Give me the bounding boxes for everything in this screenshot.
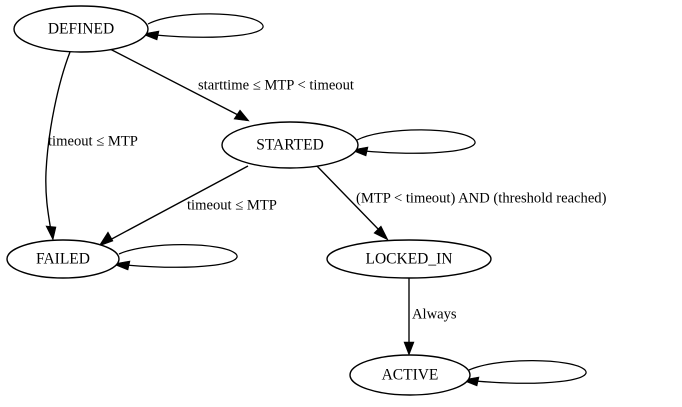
started-to-locked-in-arrowhead — [373, 225, 389, 241]
defined-to-failed-arrowhead — [45, 225, 57, 241]
failed-self-loop-path — [118, 244, 238, 268]
node-failed[interactable]: FAILED — [6, 239, 120, 279]
node-started-ellipse[interactable] — [221, 121, 359, 169]
node-started[interactable]: STARTED — [221, 121, 359, 169]
started-self-loop-path — [356, 129, 476, 154]
node-locked-in-label: LOCKED_IN — [366, 251, 453, 268]
defined-to-failed-path — [45, 51, 71, 232]
node-defined[interactable]: DEFINED — [13, 5, 149, 53]
edge-label-started-to-locked-in: (MTP < timeout) AND (threshold reached) — [356, 190, 607, 206]
defined-self-loop-path — [147, 13, 264, 38]
started-to-failed-path — [107, 165, 249, 242]
active-self-loop-path — [468, 360, 587, 384]
edge-label-defined-to-failed: timeout ≤ MTP — [48, 133, 138, 149]
node-active-label: ACTIVE — [382, 367, 439, 384]
node-defined-label: DEFINED — [48, 21, 114, 38]
edge-defined-to-started: starttime ≤ MTP < timeout — [109, 48, 354, 122]
started-to-failed-arrowhead — [98, 231, 114, 247]
edge-label-locked-in-to-active: Always — [412, 306, 457, 322]
node-defined-ellipse[interactable] — [13, 5, 149, 53]
defined-to-started-path — [109, 48, 241, 117]
defined-to-started-arrowhead — [233, 109, 250, 122]
edge-active-self-loop — [460, 360, 587, 387]
node-locked-in[interactable]: LOCKED_IN — [326, 239, 492, 279]
node-started-label: STARTED — [256, 137, 324, 154]
node-active-ellipse[interactable] — [349, 354, 471, 396]
edge-started-to-failed: timeout ≤ MTP — [98, 165, 277, 247]
edge-defined-self-loop — [140, 13, 264, 41]
edge-started-self-loop — [349, 129, 476, 157]
edge-label-started-to-failed: timeout ≤ MTP — [187, 197, 277, 213]
node-failed-label: FAILED — [36, 251, 90, 268]
edge-label-defined-to-started: starttime ≤ MTP < timeout — [198, 77, 354, 93]
node-locked-in-ellipse[interactable] — [326, 239, 492, 279]
edge-started-to-locked-in: (MTP < timeout) AND (threshold reached) — [314, 163, 607, 241]
edge-defined-to-failed: timeout ≤ MTP — [45, 51, 138, 241]
edge-failed-self-loop — [111, 244, 238, 271]
started-to-locked-in-path — [314, 163, 382, 233]
node-active[interactable]: ACTIVE — [349, 354, 471, 396]
node-failed-ellipse[interactable] — [6, 239, 120, 279]
locked-in-to-active-arrowhead — [403, 341, 415, 356]
edge-locked-in-to-active: Always — [403, 278, 457, 356]
